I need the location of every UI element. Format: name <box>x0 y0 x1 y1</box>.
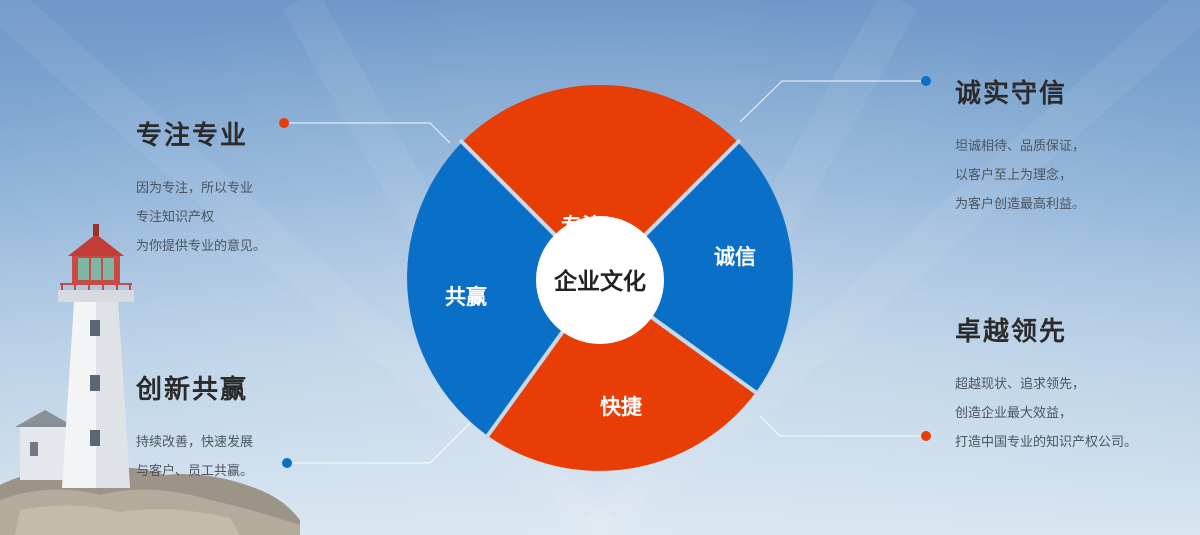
segment-right[interactable] <box>600 142 793 393</box>
keeper-house <box>20 425 70 480</box>
block-integrity-line: 为客户创造最高利益。 <box>955 197 1086 212</box>
block-integrity-line: 坦诚相待、品质保证， <box>955 139 1086 154</box>
segment-left[interactable] <box>407 142 600 436</box>
segment-top[interactable] <box>462 84 738 280</box>
connector-innovation <box>287 422 471 464</box>
segment-top-label: 专注 <box>561 214 603 238</box>
block-integrity-title: 诚实守信 <box>955 79 1068 109</box>
block-integrity: 诚实守信 坦诚相待、品质保证， 以客户至上为理念， 为客户创造最高利益。 <box>955 73 1195 219</box>
block-focus-title: 专注专业 <box>136 121 249 151</box>
culture-ring: 企业文化 专注 诚信 快捷 共赢 <box>407 84 793 471</box>
segment-left-label: 共赢 <box>445 285 487 309</box>
connector-focus <box>288 122 451 144</box>
lighthouse-illustration <box>0 224 300 535</box>
block-focus-line: 因为专注，所以专业 <box>136 181 254 196</box>
dot-excellence <box>921 431 931 441</box>
block-excellence: 卓越领先 超越现状、追求领先， 创造企业最大效益， 打造中国专业的知识产权公司。 <box>955 311 1195 457</box>
center-label: 企业文化 <box>553 268 646 295</box>
block-innovation: 创新共赢 持续改善，快速发展 与客户、员工共赢。 <box>136 369 376 486</box>
block-integrity-line: 以客户至上为理念， <box>955 168 1073 183</box>
block-focus: 专注专业 因为专注，所以专业 专注知识产权 为你提供专业的意见。 <box>136 115 376 261</box>
block-focus-line: 专注知识产权 <box>136 210 215 225</box>
dot-integrity <box>921 76 931 86</box>
segment-right-label: 诚信 <box>714 245 756 269</box>
block-innovation-line: 与客户、员工共赢。 <box>136 464 254 479</box>
block-excellence-line: 超越现状、追求领先， <box>955 377 1086 392</box>
dot-focus <box>279 118 289 128</box>
block-innovation-title: 创新共赢 <box>136 375 249 405</box>
dot-innovation <box>282 458 292 468</box>
block-excellence-line: 创造企业最大效益， <box>955 406 1073 421</box>
block-innovation-line: 持续改善，快速发展 <box>136 435 254 450</box>
connector-excellence <box>759 415 925 437</box>
connector-integrity <box>739 80 925 123</box>
segment-bottom-label: 快捷 <box>600 395 642 419</box>
center-circle <box>536 216 664 344</box>
block-excellence-line: 打造中国专业的知识产权公司。 <box>955 435 1138 450</box>
block-excellence-title: 卓越领先 <box>955 317 1068 347</box>
segment-bottom[interactable] <box>487 280 756 471</box>
block-focus-line: 为你提供专业的意见。 <box>136 239 267 254</box>
